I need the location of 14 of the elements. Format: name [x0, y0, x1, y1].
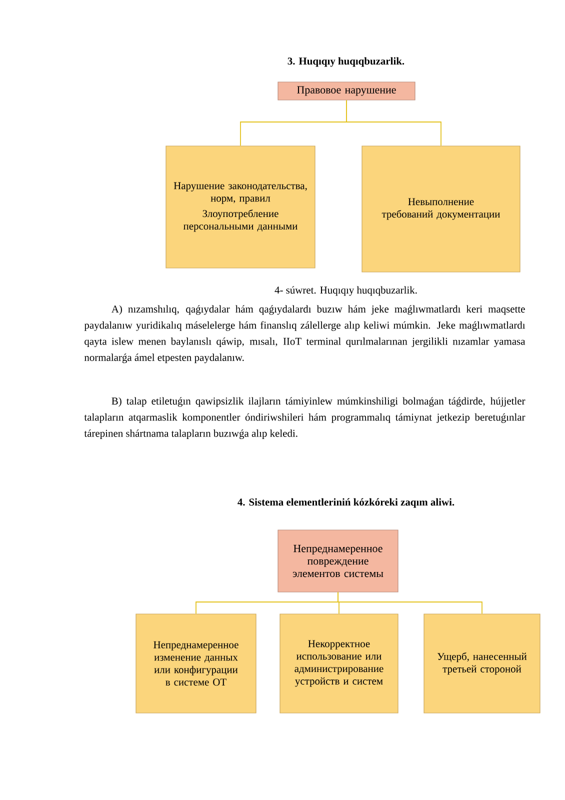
- connector: [346, 100, 442, 146]
- title-box: Непреднамеренное повреждение элементов системы: [278, 530, 398, 592]
- heading: 4. Sistema elementleriniń kózkóreki zaqım aliwi.: [238, 498, 454, 508]
- paragraph: B) talap etiletuǵın qawipsizlik ilajların támiyinlew múmkinshiligi bolmaǵan táǵdirde, hújjetler talapların atqarmaslik komponentler óndiriwshileri hám programmalıq támiynat jetkezip beretuǵınlar tárepinen shártnama talapların buzıwǵa alıp keledi.: [84, 397, 526, 439]
- category-box: Нарушение законодательства, норм, правил Злоупотребление персональными данными: [166, 146, 316, 268]
- figure-caption: 4- súwret. Huqıqıy huqıqbuzarlik.: [274, 286, 417, 296]
- paragraph: A) nızamshılıq, qaǵıydalar hám qaǵıydalardı buzıw hám jeke maǵlıwmatlardı keri maqsette paydalanıw yuridikalıq máselelerge hám finanslıq zálellerge alıp keliwi múmkin. Jeke maǵlıwmatlardı qayta islew menen baylanıslı qáwip, mısalı, IIoT terminal qurılmalarınan jergilikli nızamlar yamasa normalarǵa ámel etpesten paydalanıw.: [84, 305, 526, 364]
- category-box: Ущерб, нанесенный третьей стороной: [424, 614, 540, 714]
- category-box: Невыполнение требований документации: [362, 146, 520, 272]
- category-box: Некорректное использование или администрирование устройств и систем: [280, 614, 398, 714]
- heading: 3. Huqıqıy huqıqbuzarlik.: [288, 57, 404, 67]
- category-box: Непреднамеренное изменение данных или конфигурации в системе ОТ: [136, 614, 256, 714]
- title-box: Правовое нарушение: [278, 82, 416, 100]
- connector: [338, 592, 482, 614]
